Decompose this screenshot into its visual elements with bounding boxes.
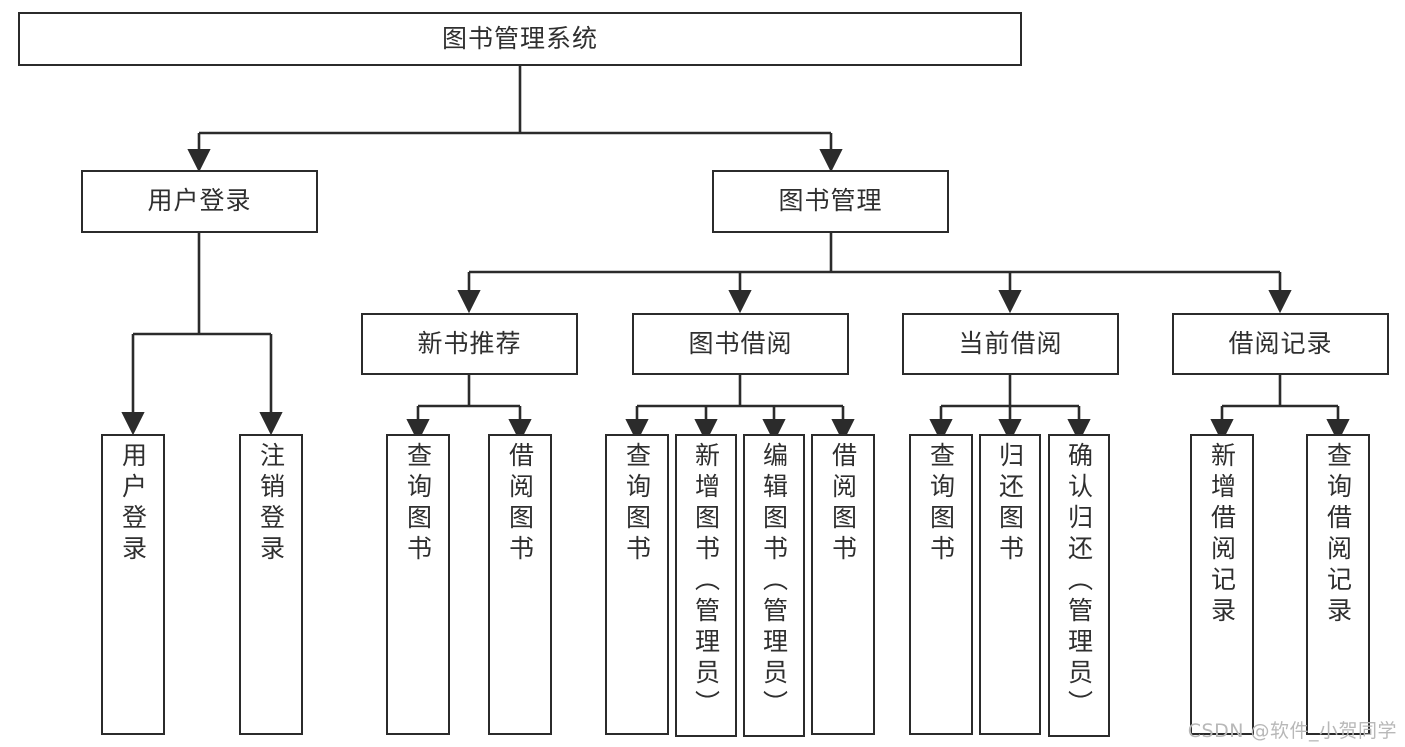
node-label: 借阅记录 bbox=[1228, 328, 1333, 358]
node-label: 借阅图书 bbox=[828, 442, 858, 566]
node-leaf-return-book[interactable]: 归还图书 bbox=[979, 434, 1041, 735]
node-label: 用户登录 bbox=[147, 186, 252, 216]
node-leaf-user-login[interactable]: 用户登录 bbox=[101, 434, 165, 735]
node-label: 图书借阅 bbox=[688, 328, 793, 358]
node-leaf-borrow-book[interactable]: 借阅图书 bbox=[811, 434, 875, 735]
node-current-borrow[interactable]: 当前借阅 bbox=[902, 313, 1119, 375]
node-label: 新书推荐 bbox=[417, 328, 522, 358]
node-label: 编辑图书（管理员） bbox=[759, 442, 789, 721]
node-label: 确认归还（管理员） bbox=[1064, 442, 1094, 721]
node-label: 查询图书 bbox=[403, 442, 433, 566]
node-leaf-query-book-current[interactable]: 查询图书 bbox=[909, 434, 973, 735]
node-leaf-query-book-borrow[interactable]: 查询图书 bbox=[605, 434, 669, 735]
node-label: 注销登录 bbox=[256, 442, 286, 566]
node-label: 新增图书（管理员） bbox=[691, 442, 721, 721]
node-leaf-logout[interactable]: 注销登录 bbox=[239, 434, 303, 735]
node-label: 借阅图书 bbox=[505, 442, 535, 566]
node-borrow-record[interactable]: 借阅记录 bbox=[1172, 313, 1389, 375]
node-leaf-query-borrow-record[interactable]: 查询借阅记录 bbox=[1306, 434, 1370, 735]
node-leaf-edit-book-admin[interactable]: 编辑图书（管理员） bbox=[743, 434, 805, 737]
node-label: 查询借阅记录 bbox=[1323, 442, 1353, 628]
node-label: 查询图书 bbox=[622, 442, 652, 566]
node-book-management[interactable]: 图书管理 bbox=[712, 170, 949, 233]
node-root-book-management-system[interactable]: 图书管理系统 bbox=[18, 12, 1022, 66]
node-label: 归还图书 bbox=[995, 442, 1025, 566]
node-book-borrow[interactable]: 图书借阅 bbox=[632, 313, 849, 375]
node-label: 图书管理 bbox=[778, 186, 883, 216]
csdn-watermark: CSDN @软件_小贺同学 bbox=[1187, 720, 1397, 742]
node-leaf-add-borrow-record[interactable]: 新增借阅记录 bbox=[1190, 434, 1254, 735]
node-label: 图书管理系统 bbox=[441, 23, 598, 53]
node-leaf-add-book-admin[interactable]: 新增图书（管理员） bbox=[675, 434, 737, 737]
node-label: 当前借阅 bbox=[958, 328, 1063, 358]
node-label: 用户登录 bbox=[118, 442, 148, 566]
node-leaf-query-book-newbook[interactable]: 查询图书 bbox=[386, 434, 450, 735]
node-user-login[interactable]: 用户登录 bbox=[81, 170, 318, 233]
node-label: 查询图书 bbox=[926, 442, 956, 566]
node-leaf-borrow-book-newbook[interactable]: 借阅图书 bbox=[488, 434, 552, 735]
node-label: 新增借阅记录 bbox=[1207, 442, 1237, 628]
node-leaf-confirm-return-admin[interactable]: 确认归还（管理员） bbox=[1048, 434, 1110, 737]
node-new-book-recommend[interactable]: 新书推荐 bbox=[361, 313, 578, 375]
